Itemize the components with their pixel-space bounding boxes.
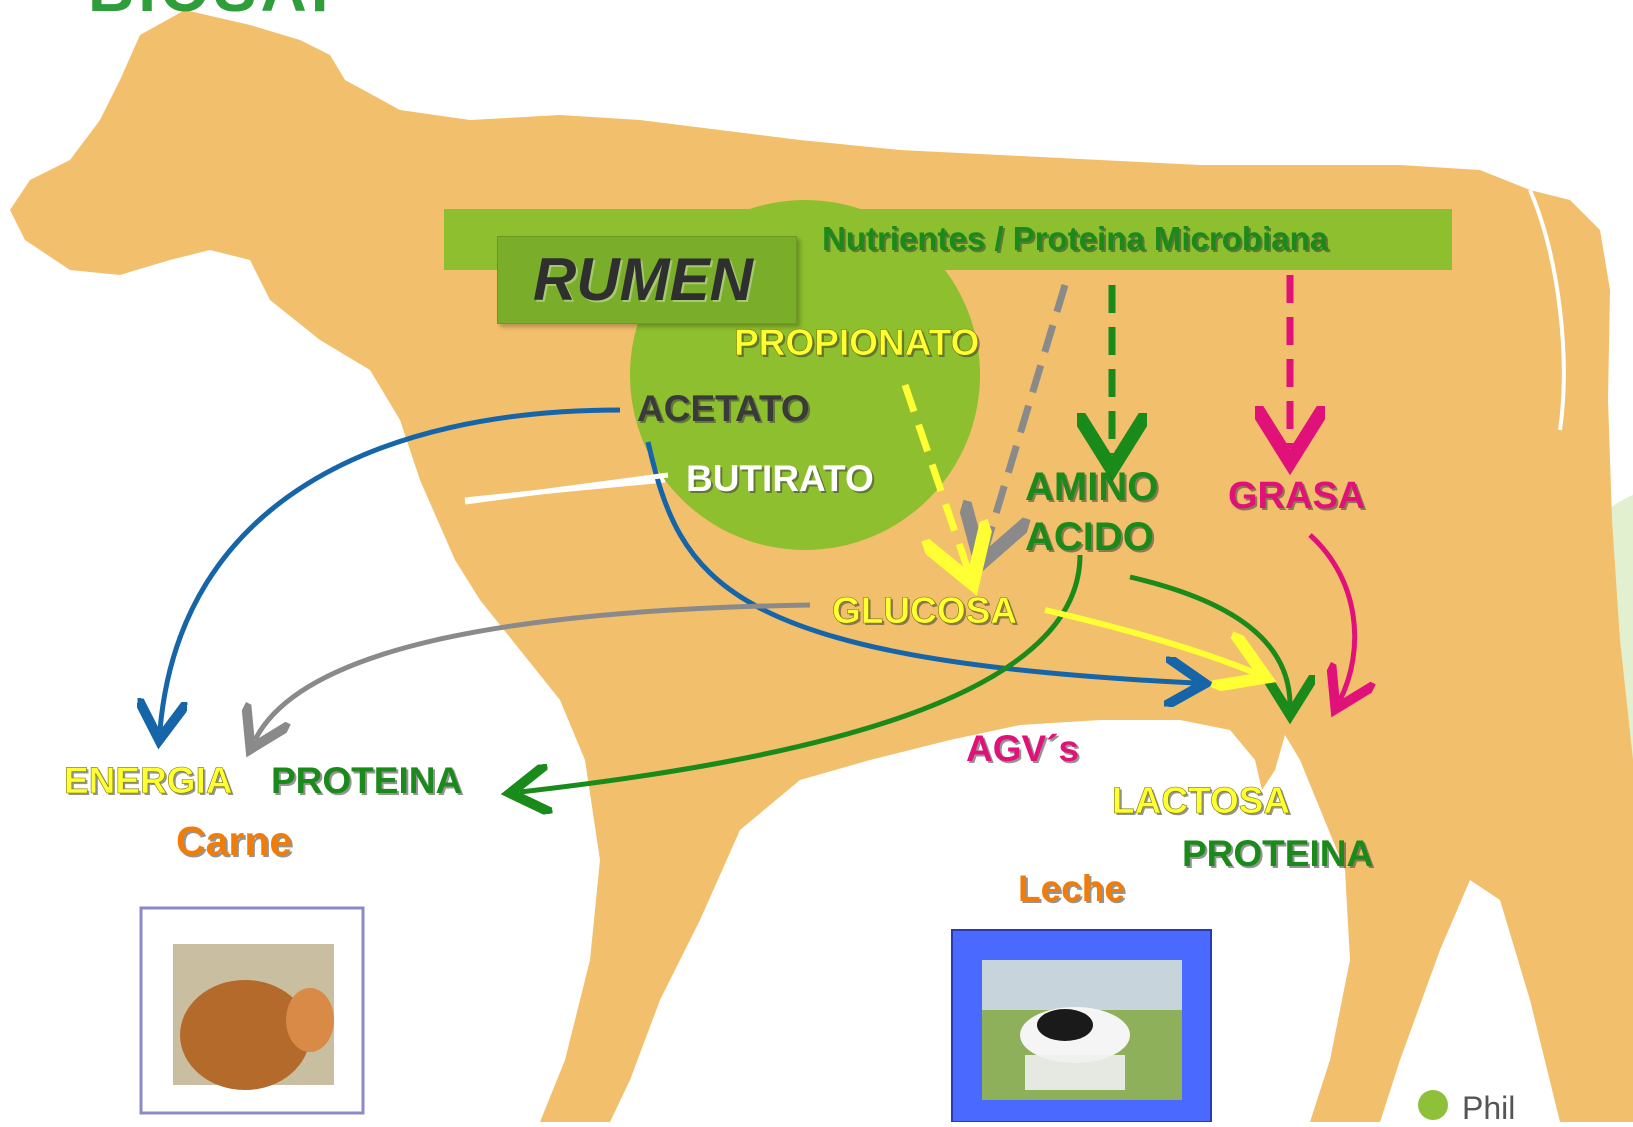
photo-leche-cow-spot: [1037, 1009, 1093, 1041]
label-leche: Leche: [1018, 868, 1125, 910]
label-agvs: AGV´s: [966, 728, 1079, 770]
label-energia: ENERGIA: [64, 760, 233, 802]
rumen-title: RUMEN: [533, 245, 753, 314]
photo-leche-legs: [1025, 1055, 1125, 1090]
corner-logo-icon: [1418, 1090, 1448, 1120]
photo-carne-head: [286, 988, 334, 1052]
bar-label: Nutrientes / Proteina Microbiana: [822, 220, 1328, 258]
label-glucosa: GLUCOSA: [832, 590, 1017, 632]
label-proteina-leche: PROTEINA: [1182, 833, 1373, 875]
label-acido: ACIDO: [1025, 515, 1154, 560]
label-butirato: BUTIRATO: [686, 458, 874, 500]
photo-leche-sky: [982, 960, 1182, 1010]
label-propionato: PROPIONATO: [734, 322, 979, 364]
label-carne: Carne: [176, 818, 292, 865]
label-lactosa: LACTOSA: [1112, 780, 1290, 822]
corner-logo-text: Phil: [1462, 1090, 1515, 1127]
label-acetato: ACETATO: [637, 388, 810, 430]
label-proteina-carne: PROTEINA: [271, 760, 462, 802]
label-grasa: GRASA: [1228, 475, 1365, 518]
biosaf-logo: BIOSAF: [88, 0, 354, 26]
label-amino: AMINO: [1025, 465, 1158, 510]
